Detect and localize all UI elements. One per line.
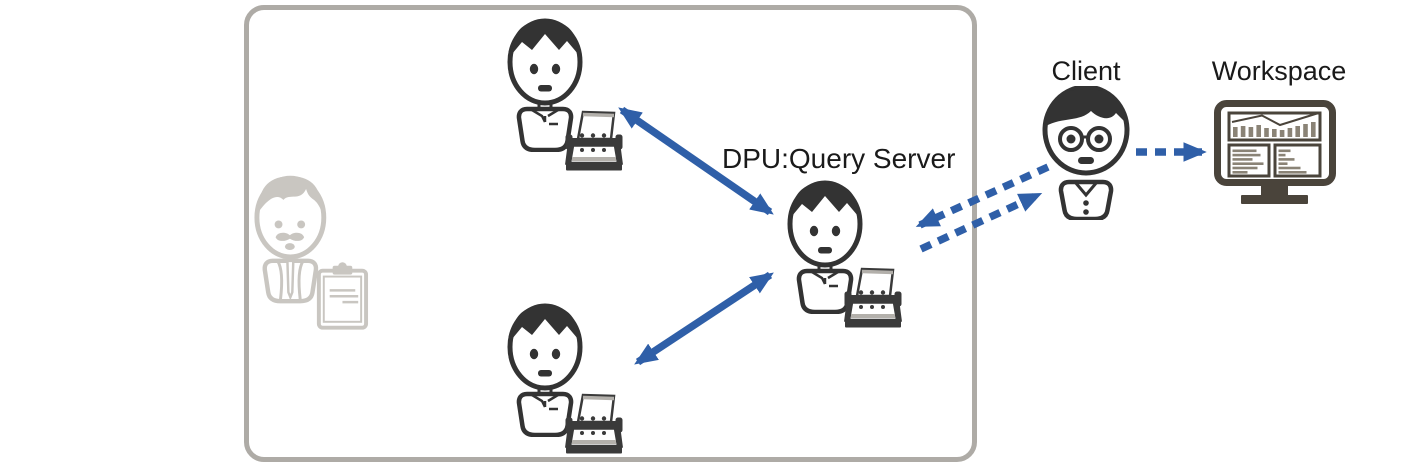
- client-label: Client: [1051, 56, 1121, 86]
- person-glasses-icon: [1042, 86, 1130, 220]
- card-file-icon: [564, 106, 624, 172]
- manager-clipboard-icon: [252, 172, 370, 330]
- monitor-dashboard-icon: [1214, 100, 1336, 207]
- manager-node: [252, 172, 370, 330]
- workspace-node: [1214, 100, 1336, 207]
- card-file-icon: [564, 389, 624, 455]
- worker-top-card-file: [564, 106, 624, 172]
- dpu-label: DPU:Query Server: [722, 143, 956, 174]
- workspace-label: Workspace: [1211, 56, 1347, 86]
- client-node: [1042, 86, 1130, 220]
- worker-bottom-card-file: [564, 389, 624, 455]
- dpu-card-file: [843, 263, 903, 329]
- card-file-icon: [843, 263, 903, 329]
